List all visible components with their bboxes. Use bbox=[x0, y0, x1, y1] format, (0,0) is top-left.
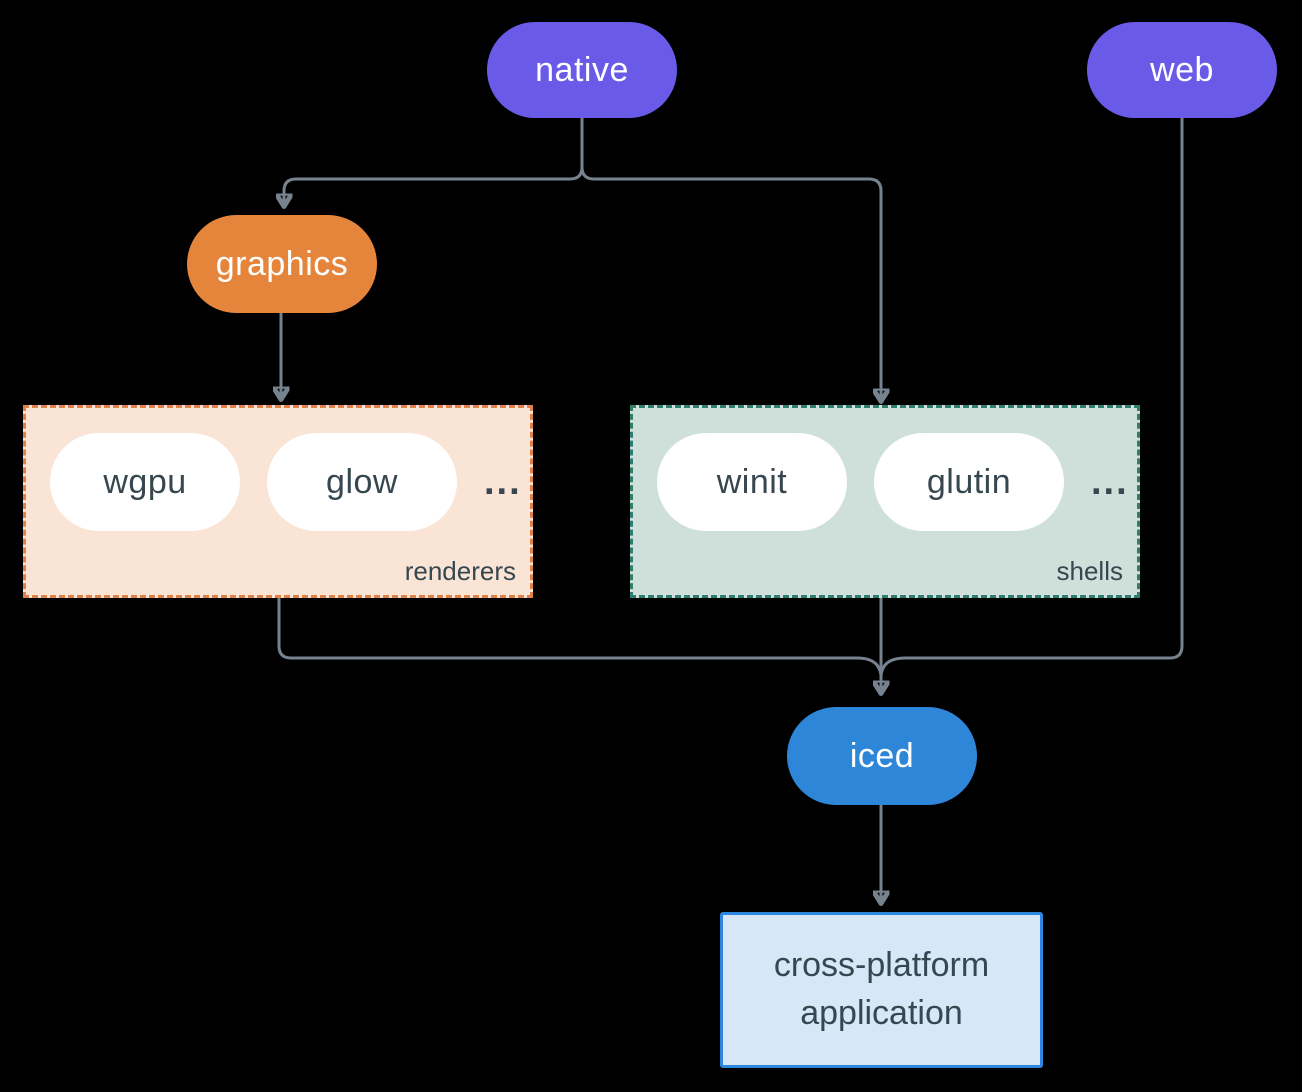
shells-ellipsis: ... bbox=[1091, 461, 1129, 503]
shells-group-row: winit glutin ... bbox=[633, 408, 1137, 531]
renderers-group: wgpu glow ... renderers bbox=[23, 405, 533, 598]
glow-node: glow bbox=[267, 433, 457, 531]
web-node-label: web bbox=[1150, 50, 1214, 89]
shells-group: winit glutin ... shells bbox=[630, 405, 1140, 598]
iced-node: iced bbox=[787, 707, 977, 805]
shells-group-label: shells bbox=[1056, 556, 1123, 586]
glutin-node-label: glutin bbox=[926, 462, 1012, 501]
native-node-label: native bbox=[535, 50, 629, 89]
glutin-node: glutin bbox=[874, 433, 1064, 531]
application-node: cross-platform application bbox=[720, 912, 1043, 1068]
edge-renderers-to-merge bbox=[277, 598, 883, 677]
glow-node-label: glow bbox=[326, 462, 398, 501]
winit-node: winit bbox=[657, 433, 847, 531]
native-node: native bbox=[487, 22, 677, 118]
graphics-node: graphics bbox=[187, 215, 377, 313]
renderers-group-label: renderers bbox=[404, 556, 516, 586]
iced-node-label: iced bbox=[849, 736, 915, 775]
graphics-node-label: graphics bbox=[215, 244, 349, 283]
edge-native-to-graphics bbox=[284, 118, 584, 204]
renderers-ellipsis: ... bbox=[484, 461, 522, 503]
winit-node-label: winit bbox=[716, 462, 788, 501]
wgpu-node-label: wgpu bbox=[103, 462, 187, 501]
renderers-group-row: wgpu glow ... bbox=[26, 408, 530, 531]
web-node: web bbox=[1087, 22, 1277, 118]
edge-native-to-shells bbox=[580, 118, 881, 399]
application-node-label: cross-platform application bbox=[773, 946, 990, 1032]
wgpu-node: wgpu bbox=[50, 433, 240, 531]
